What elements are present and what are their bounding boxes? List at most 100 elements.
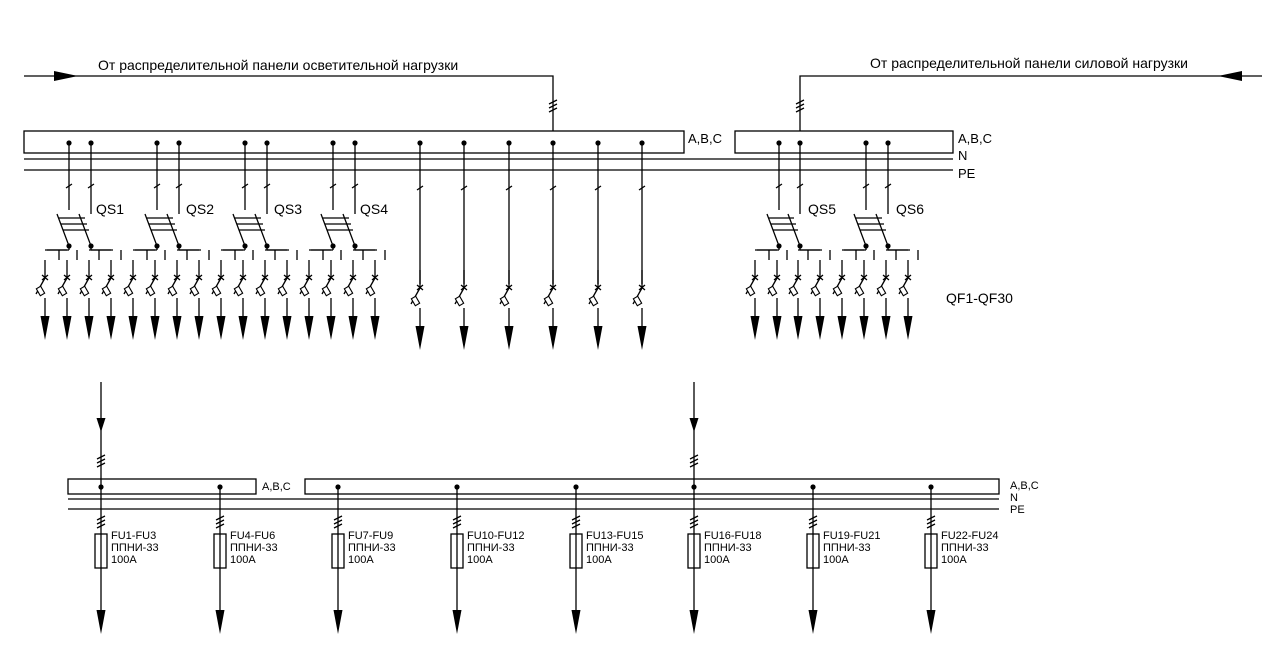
breaker-cross [860, 274, 868, 281]
fuse-rating-label: 100A [230, 554, 256, 566]
junction-dot [154, 243, 160, 249]
breaker-release [588, 295, 599, 307]
fuse-id-label: FU22-FU24 [941, 530, 998, 542]
fuse-type-label: ППНИ-33 [230, 542, 278, 554]
fuse-rating-label: 100A [704, 554, 730, 566]
breaker-release [211, 285, 222, 297]
breaker-cross [549, 284, 557, 291]
junction-dot [264, 243, 270, 249]
bottom-left-busbar-abc [67, 478, 257, 495]
outgoing-arrow [150, 316, 160, 340]
disconnector-mark [505, 185, 513, 191]
switch-group-qs6 [832, 140, 919, 340]
fuse-rating-label: 100A [467, 554, 493, 566]
outgoing-arrow [415, 326, 425, 350]
fuse-id-label: FU10-FU12 [467, 530, 524, 542]
breaker-symbol [79, 260, 94, 340]
breaker-release [632, 295, 643, 307]
junction-dot [885, 243, 891, 249]
fuse-rating-label: 100A [941, 554, 967, 566]
outgoing-arrow [282, 316, 292, 340]
disconnector-mark [416, 185, 424, 191]
breaker-cross [416, 284, 424, 291]
junction-dot [776, 243, 782, 249]
fuse-id-label: FU7-FU9 [348, 530, 393, 542]
fuse-id-label: FU13-FU15 [586, 530, 643, 542]
breaker-release [365, 285, 376, 297]
breaker-release [767, 285, 778, 297]
switch-group-qs5 [745, 140, 831, 340]
disconnector-mark [460, 185, 468, 191]
breaker-symbol [35, 260, 50, 340]
breaker-symbol [876, 260, 891, 340]
disconnector-mark [775, 183, 804, 189]
bottom-n-label: N [1010, 492, 1018, 504]
breaker-cross [505, 284, 513, 291]
breaker-release [255, 285, 266, 297]
outgoing-arrow [238, 316, 248, 340]
outgoing-arrow [593, 326, 603, 350]
bottom-left-incoming-feeder [96, 382, 106, 486]
fuse-rating-label: 100A [111, 554, 137, 566]
switch-group-qs3 [211, 140, 298, 340]
outgoing-arrow [348, 316, 358, 340]
outgoing-arrow [815, 316, 825, 340]
breaker-cross [816, 274, 824, 281]
breaker-cross [327, 274, 335, 281]
disconnector-mark [329, 183, 359, 189]
switch-label-qs6: QS6 [896, 201, 924, 217]
junction-dot [242, 243, 248, 249]
breaker-cross [129, 274, 137, 281]
junction-dot [176, 243, 182, 249]
breaker-release [79, 285, 90, 297]
outgoing-arrow [40, 316, 50, 340]
breaker-cross [882, 274, 890, 281]
breaker-cross [173, 274, 181, 281]
switch-group-qs4 [299, 140, 386, 340]
switch-label-qs1: QS1 [96, 201, 124, 217]
junction-dot [88, 243, 94, 249]
breaker-cross [794, 274, 802, 281]
cable-tick [808, 515, 818, 529]
breaker-cross [638, 284, 646, 291]
breaker-cross [751, 274, 759, 281]
outgoing-arrow [881, 316, 891, 340]
breaker-cross [838, 274, 846, 281]
breaker-cross [85, 274, 93, 281]
outgoing-arrow [689, 610, 699, 634]
fuse-rating-label: 100A [823, 554, 849, 566]
fuse-type-label: ППНИ-33 [467, 542, 515, 554]
breaker-symbol [167, 260, 182, 340]
cable-tick [689, 515, 699, 529]
single-feeder-2 [454, 140, 469, 350]
breaker-cross [63, 274, 71, 281]
disconnector-mark [862, 183, 892, 189]
cable-tick [333, 515, 343, 529]
fuse-type-label: ППНИ-33 [941, 542, 989, 554]
breakers-label: QF1-QF30 [946, 290, 1013, 306]
outgoing-arrow [172, 316, 182, 340]
outgoing-arrow [326, 316, 336, 340]
single-feeder-5 [588, 140, 603, 350]
outgoing-arrow [772, 316, 782, 340]
single-feeders [410, 140, 647, 350]
breaker-release [57, 285, 68, 297]
breaker-symbol [499, 270, 514, 350]
breaker-cross [261, 274, 269, 281]
outgoing-arrow [452, 610, 462, 634]
bottom-right-bus-label: A,B,C [1010, 480, 1039, 492]
outgoing-arrow [260, 316, 270, 340]
breaker-symbol [632, 270, 647, 350]
outgoing-arrow [571, 610, 581, 634]
fuse-rating-label: 100A [348, 554, 374, 566]
outgoing-arrow [793, 316, 803, 340]
fuse-type-label: ППНИ-33 [704, 542, 752, 554]
fuse-feeders: FU1-FU3ППНИ-33100AFU4-FU6ППНИ-33100AFU7-… [94, 484, 998, 634]
junction-dot [352, 243, 358, 249]
breaker-release [810, 285, 821, 297]
